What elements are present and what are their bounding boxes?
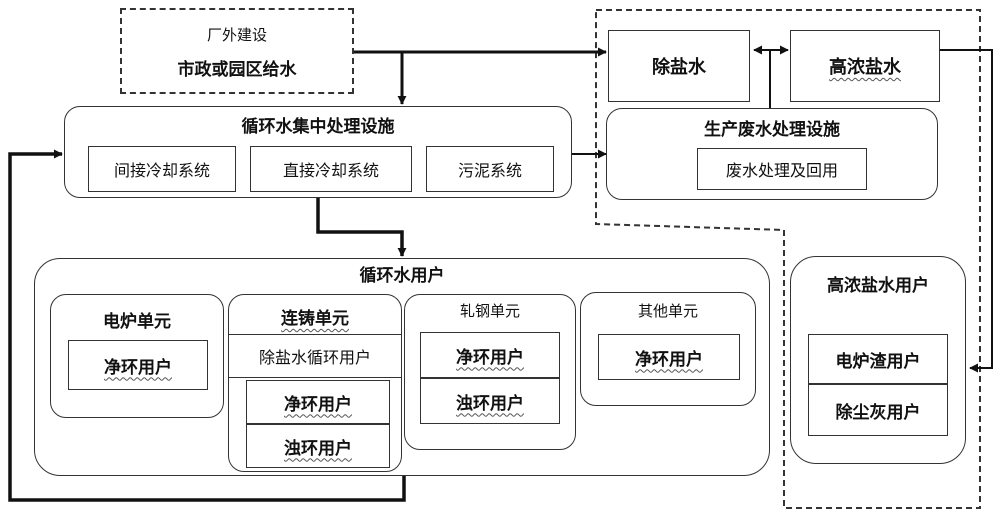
sludge-system: 污泥系统 (426, 146, 554, 192)
rolling-turbid-loop-label: 浊环用户 (456, 393, 524, 414)
direct-cooling-system: 直接冷却系统 (250, 146, 412, 192)
dust-ash-user-box: 除尘灰用户 (808, 384, 948, 436)
casting-clean-loop-label: 净环用户 (284, 394, 352, 415)
casting-desalted-loop-label: 除盐水循环用户 (258, 348, 371, 367)
arrow-return-loop (8, 149, 406, 502)
external-construction-title: 厂外建设 (206, 26, 267, 44)
direct-cooling-label: 直接冷却系统 (282, 161, 379, 180)
casting-turbid-loop-label: 浊环用户 (284, 438, 352, 459)
electric-furnace-clean-loop-label: 净环用户 (104, 357, 172, 378)
other-unit-title: 其他单元 (637, 302, 698, 320)
municipal-water-supply: 市政或园区给水 (177, 60, 297, 80)
electric-furnace-clean-loop-box: 净环用户 (68, 340, 208, 390)
circ-facility-title: 循环水集中处理设施 (241, 117, 395, 137)
high-salt-water-box: 高浓盐水 (790, 30, 940, 102)
casting-turbid-loop-box: 浊环用户 (246, 424, 390, 468)
wastewater-facility-title: 生产废水处理设施 (704, 120, 840, 140)
desalted-water-box: 除盐水 (608, 30, 750, 102)
arrow-circ-to-users (316, 198, 407, 257)
rolling-unit-title: 轧钢单元 (459, 302, 520, 320)
rolling-clean-loop-label: 净环用户 (456, 347, 524, 368)
casting-desalted-loop-box: 除盐水循环用户 (228, 334, 402, 378)
desalted-water-label: 除盐水 (652, 57, 706, 78)
plant-internal-boundary (595, 9, 981, 509)
high-salt-users-title: 高浓盐水用户 (827, 276, 929, 296)
high-salt-water-label: 高浓盐水 (829, 57, 901, 78)
casting-clean-loop-box: 净环用户 (246, 380, 390, 424)
electric-furnace-unit-title: 电炉单元 (103, 312, 171, 332)
rolling-turbid-loop-box: 浊环用户 (420, 378, 560, 424)
casting-unit-title: 连铸单元 (281, 309, 349, 329)
indirect-cooling-label: 间接冷却系统 (113, 161, 210, 180)
wastewater-reuse-label: 废水处理及回用 (725, 161, 838, 180)
dust-ash-user-label: 除尘灰用户 (835, 402, 921, 423)
furnace-slag-user-box: 电炉渣用户 (808, 334, 948, 384)
furnace-slag-user-label: 电炉渣用户 (835, 351, 921, 372)
indirect-cooling-system: 间接冷却系统 (88, 146, 236, 192)
rolling-clean-loop-box: 净环用户 (420, 332, 560, 378)
sludge-label: 污泥系统 (457, 161, 522, 180)
other-clean-loop-box: 净环用户 (598, 334, 740, 380)
arrow-highsalt-to-users (940, 49, 993, 373)
wastewater-reuse-box: 废水处理及回用 (697, 148, 867, 190)
circ-users-title: 循环水用户 (359, 266, 445, 286)
external-construction-box (120, 8, 354, 94)
other-clean-loop-label: 净环用户 (635, 349, 703, 370)
